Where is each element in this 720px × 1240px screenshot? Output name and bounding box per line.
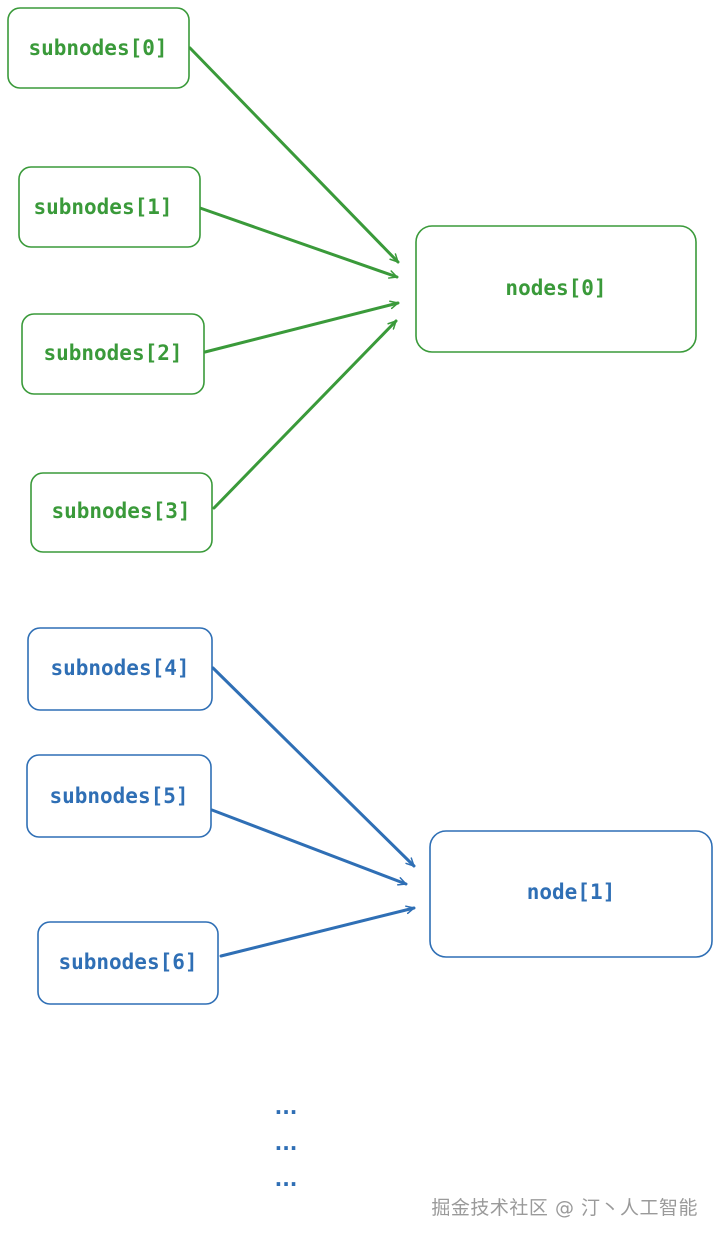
node-nodes-0[interactable]: nodes[0] [415,225,697,353]
node-nodes-0-label: nodes[0] [505,276,606,300]
arrow-subnodes-4-to-node-1 [211,666,416,868]
ellipsis-2: ... [275,1131,298,1155]
arrow-subnodes-6-to-node-1 [219,905,416,958]
arrow-subnodes-3-to-nodes-0 [212,319,398,510]
node-node-1[interactable]: node[1] [429,830,713,958]
node-subnodes-0-label: subnodes[0] [28,36,167,60]
node-subnodes-1-label: subnodes[1] [33,195,172,219]
group-1-boxes: subnodes[0] subnodes[1] subnodes[2] subn… [7,7,697,553]
node-node-1-label: node[1] [527,880,616,904]
node-subnodes-0[interactable]: subnodes[0] [7,7,190,89]
node-subnodes-4-label: subnodes[4] [50,656,189,680]
node-subnodes-6[interactable]: subnodes[6] [37,921,219,1005]
group-2-boxes: subnodes[4] subnodes[5] subnodes[6] node… [26,627,713,1005]
node-subnodes-5[interactable]: subnodes[5] [26,754,212,838]
ellipsis-3: ... [275,1167,298,1191]
node-subnodes-4[interactable]: subnodes[4] [27,627,213,711]
node-subnodes-1[interactable]: subnodes[1] [18,166,201,248]
ellipsis-group: ... ... ... [275,1095,298,1191]
arrow-subnodes-1-to-nodes-0 [198,206,399,279]
group-2-arrows [210,666,416,958]
node-subnodes-2-label: subnodes[2] [43,341,182,365]
node-subnodes-3[interactable]: subnodes[3] [30,472,213,553]
ellipsis-1: ... [275,1095,298,1119]
group-1-arrows [188,46,400,510]
node-subnodes-2[interactable]: subnodes[2] [21,313,205,395]
node-subnodes-5-label: subnodes[5] [49,784,188,808]
arrow-subnodes-0-to-nodes-0 [188,46,400,264]
node-subnodes-6-label: subnodes[6] [58,950,197,974]
arrow-subnodes-5-to-node-1 [210,808,408,886]
arrow-subnodes-2-to-nodes-0 [203,300,400,354]
node-subnodes-3-label: subnodes[3] [51,499,190,523]
watermark-text: 掘金技术社区 @ 汀丶人工智能 [431,1197,698,1219]
